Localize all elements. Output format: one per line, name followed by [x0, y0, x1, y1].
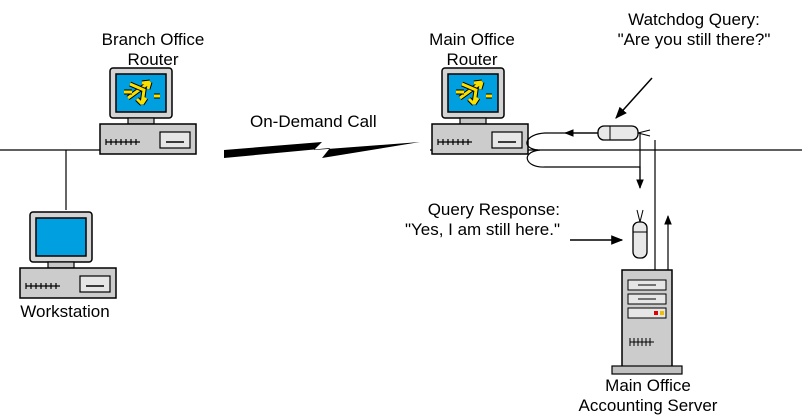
watchdog-label-line1: Watchdog Query: — [628, 10, 760, 29]
main-router-label-line1: Main Office — [429, 30, 515, 49]
branch-router-label: Branch Office Router — [98, 30, 208, 70]
server-label-line2: Accounting Server — [578, 396, 718, 415]
on-demand-link-bolt — [224, 142, 420, 158]
main-router-label-line2: Router — [446, 50, 498, 69]
main-router-icon — [432, 68, 528, 154]
query-response-label: Query Response: "Yes, I am still here." — [360, 200, 560, 240]
watchdog-packet-icon — [597, 125, 651, 141]
server-label-line1: Main Office — [605, 376, 691, 395]
response-packet-icon — [632, 209, 648, 259]
branch-router-label-line2: Router — [127, 50, 179, 69]
response-label-line2: "Yes, I am still here." — [404, 220, 560, 239]
workstation-label: Workstation — [20, 302, 110, 321]
workstation-icon — [19, 211, 117, 299]
on-demand-call-label: On-Demand Call — [250, 112, 377, 131]
loop-path-lower — [526, 149, 641, 188]
accounting-server-icon — [611, 269, 683, 375]
watchdog-callout-arrow — [615, 77, 653, 119]
watchdog-label-line2: "Are you still there?" — [617, 30, 771, 49]
main-router-label: Main Office Router — [416, 30, 528, 70]
query-path-down — [526, 132, 640, 188]
watchdog-query-label: Watchdog Query: "Are you still there?" — [594, 10, 794, 50]
response-label-line1: Query Response: — [427, 200, 560, 219]
branch-router-icon — [100, 68, 196, 154]
accounting-server-label: Main Office Accounting Server — [568, 376, 728, 416]
branch-router-label-line1: Branch Office — [101, 30, 205, 49]
